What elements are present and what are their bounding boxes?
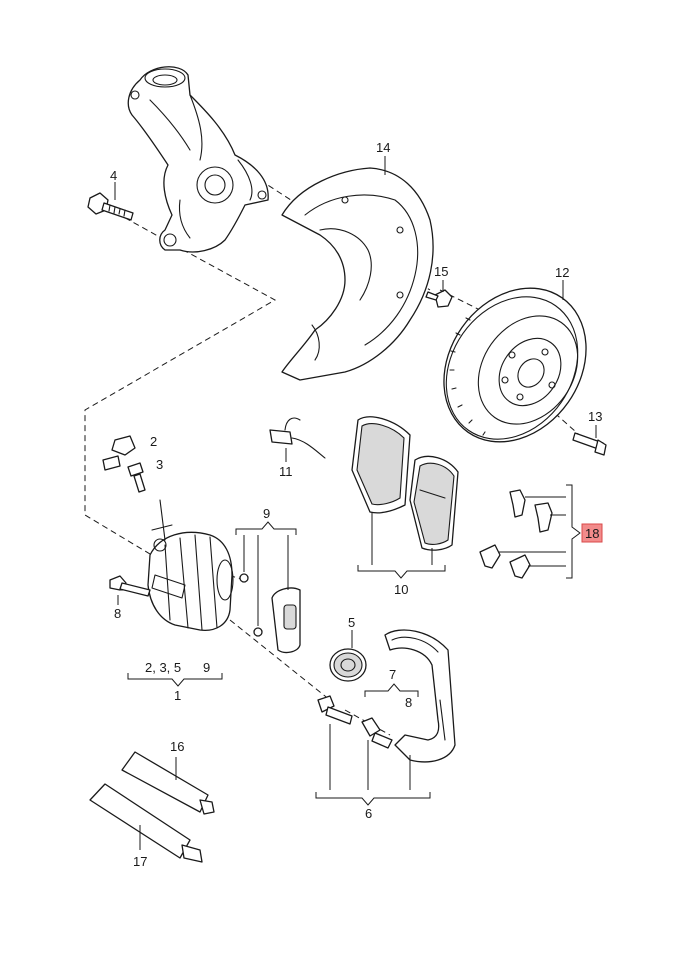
brake-pads-10 bbox=[351, 416, 459, 565]
label-8: 8 bbox=[114, 606, 121, 621]
label-14: 14 bbox=[376, 140, 390, 155]
label-15: 15 bbox=[434, 264, 448, 279]
label-3: 3 bbox=[156, 457, 163, 472]
grease-tube-17 bbox=[89, 783, 203, 863]
bolt-4 bbox=[87, 182, 134, 221]
bolt-8 bbox=[109, 575, 151, 605]
label-group-2-3-5: 2, 3, 5 bbox=[145, 660, 181, 675]
label-9: 9 bbox=[263, 506, 270, 521]
brake-disc-12 bbox=[443, 280, 587, 443]
label-9b: 9 bbox=[203, 660, 210, 675]
seal-kit-9 bbox=[239, 535, 301, 654]
label-13: 13 bbox=[588, 409, 602, 424]
steering-knuckle bbox=[127, 66, 269, 253]
label-18-highlight[interactable] bbox=[581, 523, 603, 543]
grease-tube-16 bbox=[121, 751, 215, 815]
callout-labels: 4 14 15 12 13 2 3 11 9 10 8 5 2, 3, 5 9 … bbox=[110, 140, 603, 869]
bleeder-3 bbox=[127, 462, 146, 493]
label-12: 12 bbox=[555, 265, 569, 280]
screw-2 bbox=[102, 435, 136, 471]
label-6: 6 bbox=[365, 806, 372, 821]
label-5: 5 bbox=[348, 615, 355, 630]
screw-13 bbox=[572, 425, 607, 456]
label-17: 17 bbox=[133, 854, 147, 869]
label-2: 2 bbox=[150, 434, 157, 449]
label-1: 1 bbox=[174, 688, 181, 703]
screw-15 bbox=[425, 280, 453, 308]
label-10: 10 bbox=[394, 582, 408, 597]
label-16: 16 bbox=[170, 739, 184, 754]
label-7: 7 bbox=[389, 667, 396, 682]
wear-sensor-11 bbox=[269, 417, 326, 462]
group-braces bbox=[127, 484, 581, 806]
label-8b: 8 bbox=[405, 695, 412, 710]
label-11: 11 bbox=[279, 464, 293, 479]
label-4: 4 bbox=[110, 168, 117, 183]
splash-shield-14 bbox=[281, 156, 434, 381]
guide-pins-6 bbox=[317, 695, 411, 790]
label-18[interactable]: 18 bbox=[585, 526, 599, 541]
dust-boot-5 bbox=[329, 630, 367, 682]
clips-18 bbox=[479, 489, 553, 579]
caliper-bracket-7 bbox=[384, 629, 456, 763]
caliper-1 bbox=[147, 499, 234, 631]
